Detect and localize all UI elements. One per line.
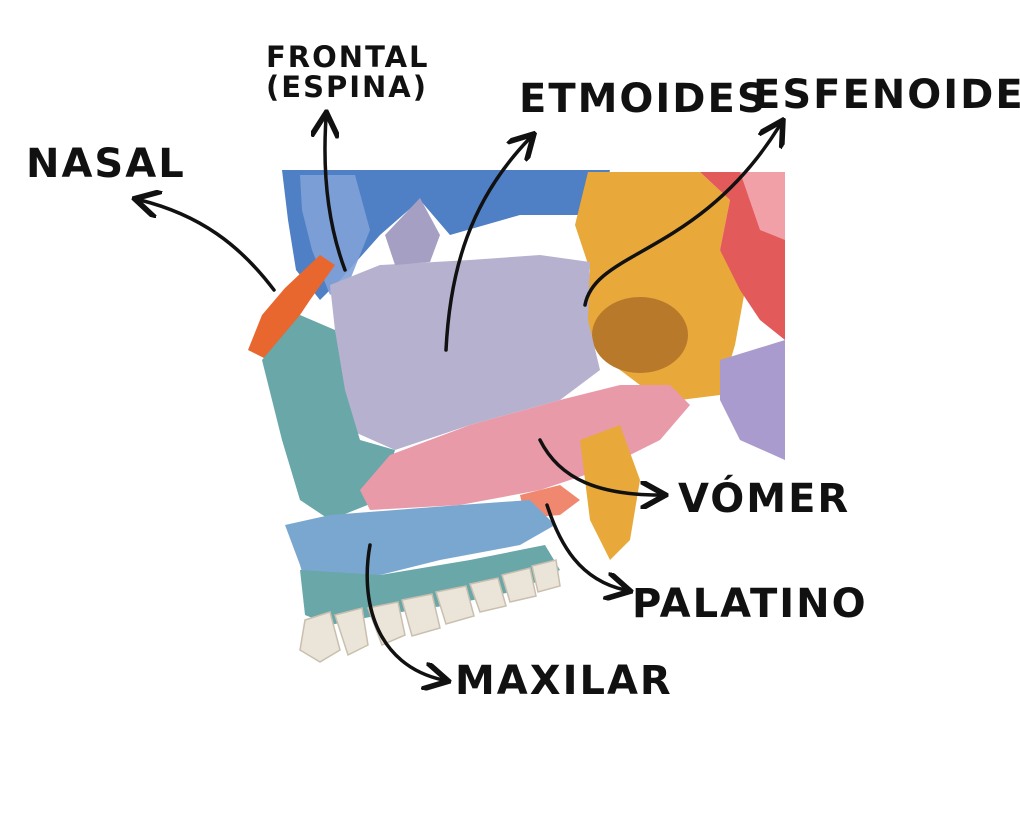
- palatino-arrow: [545, 503, 625, 590]
- maxilar-arrow: [365, 543, 443, 680]
- maxilla-alveolar-region: [300, 545, 560, 625]
- nasal-bone-region: [248, 255, 335, 360]
- sphenoid-sinus: [592, 297, 688, 373]
- label-frontal: FRONTAL (ESPINA): [266, 42, 430, 103]
- ethmoid-bone-region: [330, 255, 600, 450]
- pink-region-top-right: [740, 172, 785, 240]
- etmoides-arrow: [444, 138, 530, 352]
- label-nasal: NASAL: [26, 141, 186, 187]
- label-maxilar: MAXILAR: [455, 658, 673, 704]
- label-palatino: PALATINO: [632, 581, 868, 627]
- label-etmoides: ETMOIDES: [519, 76, 768, 122]
- nasal-arrow: [140, 200, 276, 292]
- vomer-arrow: [538, 438, 660, 495]
- frontal-arrow: [325, 118, 347, 272]
- ethmoid-crista: [385, 198, 440, 265]
- label-frontal-line2: (ESPINA): [266, 70, 428, 105]
- esfenoides-arrow: [583, 125, 780, 307]
- maxilla-facial-region: [262, 315, 395, 520]
- label-frontal-line1: FRONTAL: [266, 40, 430, 74]
- teeth-row: [299, 559, 561, 663]
- lilac-region-right: [720, 340, 785, 460]
- label-esfenoides: ESFENOIDES: [753, 72, 1020, 118]
- label-vomer: VÓMER: [678, 476, 851, 522]
- frontal-bone-region: [282, 170, 610, 300]
- pterygoid-region: [580, 425, 640, 560]
- vomer-bone-region: [360, 385, 690, 510]
